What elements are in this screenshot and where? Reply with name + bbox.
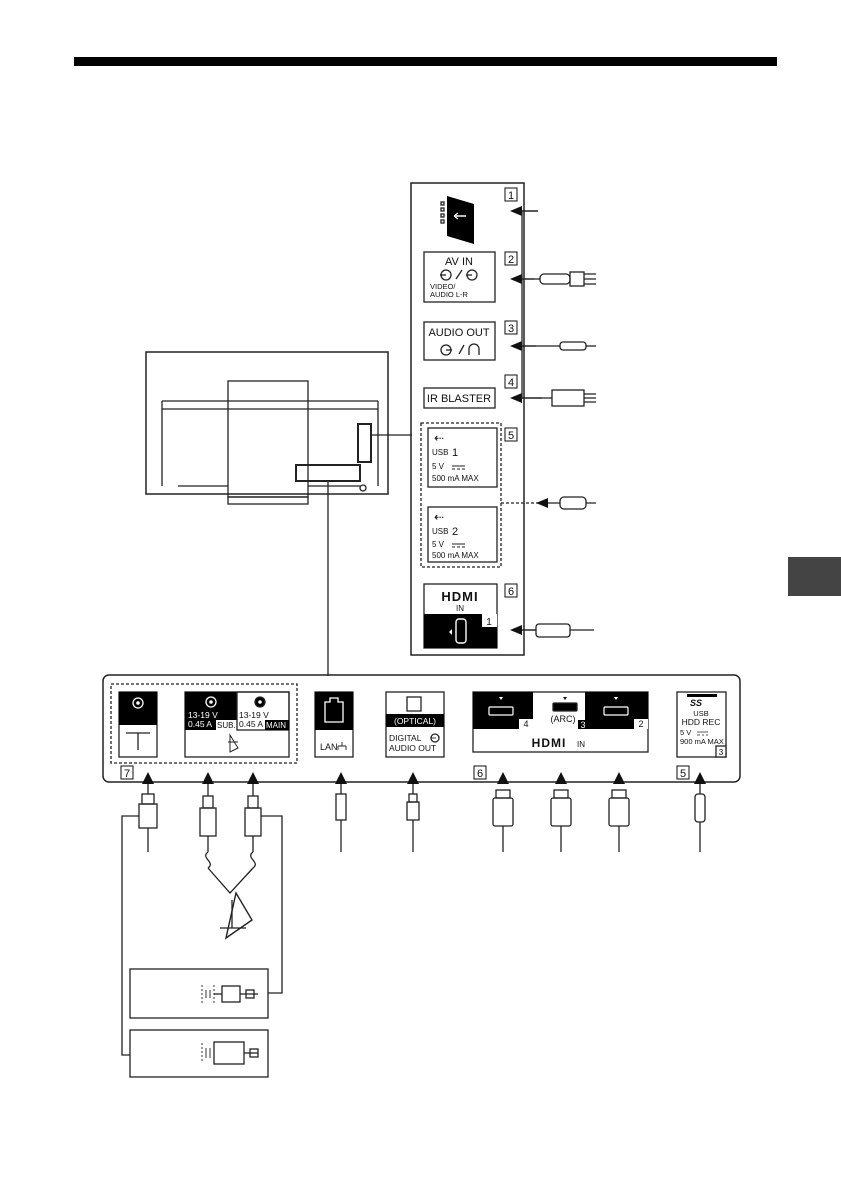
header-bar (74, 57, 777, 66)
sat-main-label: MAIN (266, 721, 286, 730)
usb2-ma: 500 mA MAX (432, 551, 479, 560)
hdmi-group-in: IN (577, 740, 585, 749)
usb1-icon: ⇠ (434, 431, 444, 445)
digital-label: DIGITAL (389, 733, 422, 743)
usb3-volt: 5 V (680, 728, 691, 737)
side-cables (501, 206, 596, 637)
usb1-ma: 500 mA MAX (432, 474, 479, 483)
num-6: 6 (508, 586, 514, 598)
num-5: 5 (508, 430, 514, 442)
usb3-num: 3 (719, 748, 724, 757)
hdmi1-num: 1 (486, 617, 492, 628)
section-tab (788, 557, 841, 596)
bottom-cables (122, 772, 706, 1077)
usb1-num: 1 (452, 447, 458, 459)
tv-rear-illustration (146, 352, 412, 676)
side-terminal-highlight (358, 424, 371, 462)
sat-sub-label: SUB. (217, 721, 236, 730)
usb1-label: USB (432, 448, 448, 457)
side-terminal-panel: 1 AV IN VIDEO/ AUDIO L-R 2 AUDIO OUT 3 I… (411, 183, 524, 655)
num-2: 2 (508, 254, 514, 266)
bottom-terminal-highlight (296, 465, 360, 481)
usb2-icon: ⇠ (434, 510, 444, 524)
usb2-volt: 5 V (432, 540, 445, 549)
usb2-num: 2 (452, 526, 458, 538)
optical-label: (OPTICAL) (394, 716, 436, 726)
usb1-volt: 5 V (432, 462, 445, 471)
digital-audio-out-label: AUDIO OUT (389, 743, 436, 753)
hdmi1-logo: HDMI (441, 589, 478, 604)
av-in-sub2: AUDIO L-R (430, 290, 469, 299)
hdmi-group-logo: HDMI (532, 736, 567, 750)
hdmi4-num: 4 (523, 719, 528, 729)
usb3-ma: 900 mA MAX (680, 737, 724, 746)
num-5b: 5 (680, 768, 686, 780)
hdmi2-num: 2 (638, 719, 643, 729)
num-6b: 6 (477, 768, 483, 780)
bottom-terminal-panel: 13-19 V 0.45 A SUB. 13-19 V 0.45 A MAIN … (103, 675, 740, 782)
usb2-label: USB (432, 527, 448, 536)
sat-sub-amp: 0.45 A (188, 719, 212, 729)
hdmi1-in: IN (456, 604, 464, 613)
num-4: 4 (508, 377, 514, 389)
audio-out-label: AUDIO OUT (428, 327, 489, 339)
hdmi-arc-label: (ARC) (551, 714, 576, 724)
card-slot-terminal (441, 196, 474, 244)
av-in-label: AV IN (445, 256, 473, 268)
lan-label: LAN (320, 742, 338, 752)
sat-main-amp: 0.45 A (239, 719, 263, 729)
usb3-hdd-rec: HDD REC (682, 717, 721, 727)
ir-blaster-label: IR BLASTER (427, 393, 491, 405)
hdmi3-num: 3 (580, 720, 585, 730)
usb3-ss-logo: SS (690, 698, 702, 708)
num-1: 1 (508, 190, 514, 202)
num-3: 3 (508, 323, 514, 335)
num-7: 7 (124, 768, 130, 780)
